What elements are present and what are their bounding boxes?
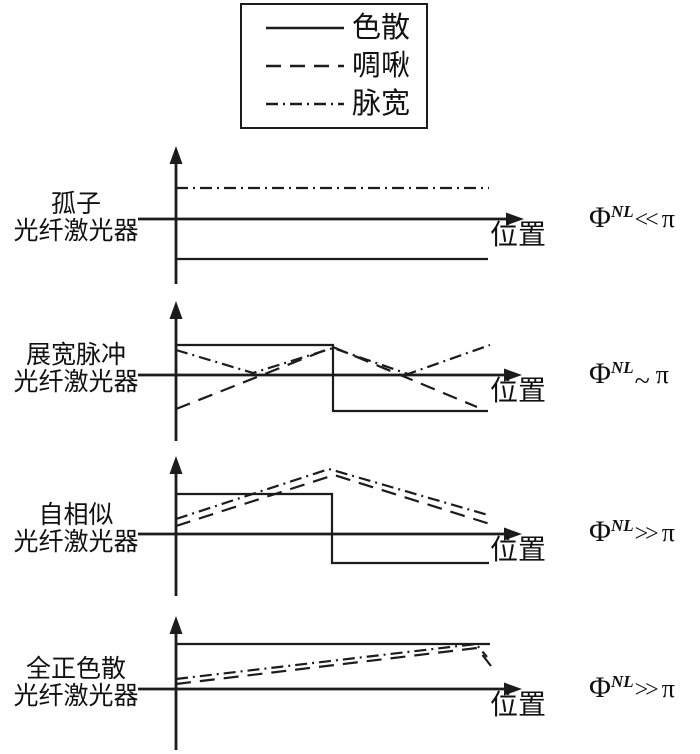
legend-label-pulsewidth: 脉宽 — [352, 88, 411, 120]
row-label-self-similar: 自相似 光纤激光器 — [0, 502, 160, 556]
row-label-line1: 孤子 — [50, 191, 101, 218]
row-label-line1: 展宽脉冲 — [25, 342, 126, 369]
y-axis-arrow-icon — [169, 146, 183, 164]
x-axis-label: 位置 — [490, 690, 547, 721]
legend-box: 色散 啁啾 脉宽 — [240, 3, 428, 129]
phase-label-all-normal: ΦNL>>π — [589, 672, 675, 708]
series-solid — [176, 343, 488, 413]
relation-symbol: >> — [634, 521, 659, 547]
series-dashed — [175, 473, 491, 528]
x-axis-label: 位置 — [490, 535, 547, 566]
series-dashed — [175, 646, 492, 686]
row-label-line2: 光纤激光器 — [13, 218, 139, 245]
row-label-all-normal: 全正色散 光纤激光器 — [0, 656, 160, 710]
row-label-line2: 光纤激光器 — [13, 529, 139, 556]
y-axis-arrow-icon — [169, 456, 183, 474]
pi-symbol: π — [661, 204, 675, 233]
phi-symbol: Φ — [589, 201, 611, 234]
row-label-line1: 全正色散 — [25, 656, 126, 683]
legend-label-dispersion: 色散 — [352, 12, 411, 44]
panel-stretched-pulse — [138, 301, 522, 441]
relation-symbol: ~ — [634, 366, 650, 397]
phi-symbol: Φ — [589, 357, 611, 390]
x-axis-arrow-icon — [506, 212, 524, 226]
nl-superscript: NL — [610, 202, 634, 221]
legend-label-chirp: 啁啾 — [352, 50, 411, 82]
nl-superscript: NL — [610, 516, 634, 535]
nl-superscript: NL — [610, 672, 634, 691]
row-label-line1: 自相似 — [38, 502, 114, 529]
solid-line-icon — [266, 26, 344, 30]
row-label-soliton: 孤子 光纤激光器 — [0, 191, 160, 245]
phase-label-self-similar: ΦNL>>π — [589, 516, 675, 552]
relation-symbol: >> — [634, 677, 659, 703]
series-dashdot — [175, 343, 491, 376]
nl-superscript: NL — [610, 358, 634, 377]
legend-item-chirp: 啁啾 — [242, 51, 426, 81]
pi-symbol: π — [655, 360, 669, 389]
row-label-line2: 光纤激光器 — [13, 369, 139, 396]
row-label-line2: 光纤激光器 — [13, 683, 139, 710]
relation-symbol: << — [634, 207, 659, 233]
dashed-line-icon — [266, 64, 344, 68]
x-axis-arrow-icon — [504, 527, 522, 541]
x-axis-label: 位置 — [490, 376, 547, 407]
pi-symbol: π — [661, 674, 675, 703]
y-axis-arrow-icon — [169, 616, 183, 634]
legend-item-pulsewidth: 脉宽 — [242, 89, 426, 119]
series-dashdot — [175, 467, 489, 521]
panel-all-normal-dispersion — [138, 616, 522, 750]
row-label-stretched-pulse: 展宽脉冲 光纤激光器 — [0, 342, 160, 396]
phase-label-soliton: ΦNL<<π — [589, 202, 675, 238]
panel-soliton — [138, 146, 524, 284]
phi-symbol: Φ — [589, 515, 611, 548]
pi-symbol: π — [661, 518, 675, 547]
series-dashed — [175, 345, 478, 411]
x-axis-label: 位置 — [490, 220, 547, 251]
dashdot-line-icon — [266, 102, 344, 106]
panel-self-similar — [138, 456, 522, 596]
x-axis-arrow-icon — [504, 368, 522, 382]
phi-symbol: Φ — [589, 671, 611, 704]
y-axis-arrow-icon — [169, 301, 183, 319]
series-dashdot — [175, 642, 488, 681]
legend-item-dispersion: 色散 — [242, 13, 426, 43]
x-axis-arrow-icon — [504, 682, 522, 696]
phase-label-stretched-pulse: ΦNL~π — [589, 358, 669, 398]
